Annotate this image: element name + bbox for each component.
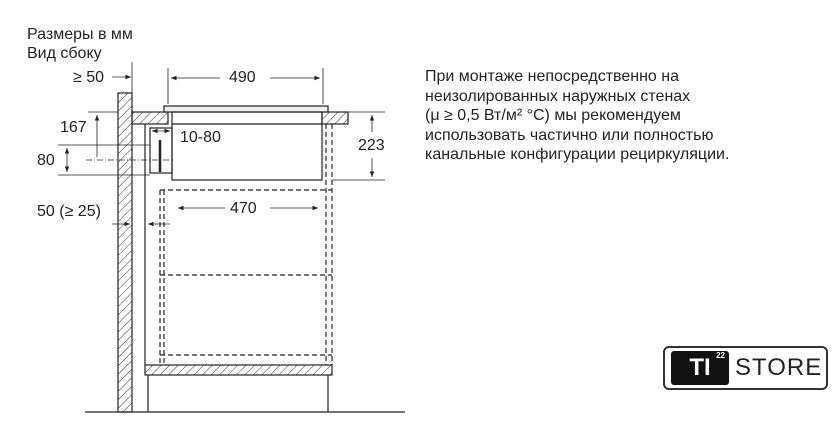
dim-wall-gap: ≥ 50: [73, 69, 105, 86]
wall: [117, 92, 133, 413]
view-label: Вид сбоку: [27, 45, 102, 62]
worktop-right: [321, 111, 349, 125]
dim-duct: 80: [37, 152, 55, 169]
note-line: При монтаже непосредственно на: [425, 68, 679, 85]
cabinet-dashed: [159, 124, 333, 365]
dim-hob-width: 490: [229, 69, 256, 86]
logo-mark: TI 22: [671, 351, 729, 385]
logo-text: STORE: [735, 354, 823, 381]
installation-note: При монтаже непосредственно на неизолиро…: [425, 67, 729, 165]
note-line: неизолированных наружных стенах: [425, 87, 691, 105]
plinth: [144, 364, 333, 376]
dim-offset: 167: [60, 119, 87, 136]
store-logo: TI 22 STORE: [663, 346, 828, 390]
logo-sup: 22: [716, 351, 725, 360]
units-label: Размеры в мм: [27, 26, 133, 43]
dim-unit-width: 470: [230, 200, 257, 217]
note-line: канальные конфигурации рециркуляции.: [425, 146, 730, 163]
hob-glass: [163, 105, 329, 113]
note-line: использовать частично или полностью: [425, 126, 714, 144]
dim-height: 223: [358, 137, 385, 154]
duct: [149, 127, 173, 174]
logo-mark-text: TI: [689, 354, 711, 381]
worktop-left: [131, 111, 169, 125]
dim-rear-gap: 50 (≥ 25): [37, 203, 101, 220]
note-line: (μ ≥ 0,5 Вт/м² °C) мы рекомендуем: [425, 107, 681, 124]
dim-duct-gap: 10-80: [180, 129, 221, 146]
